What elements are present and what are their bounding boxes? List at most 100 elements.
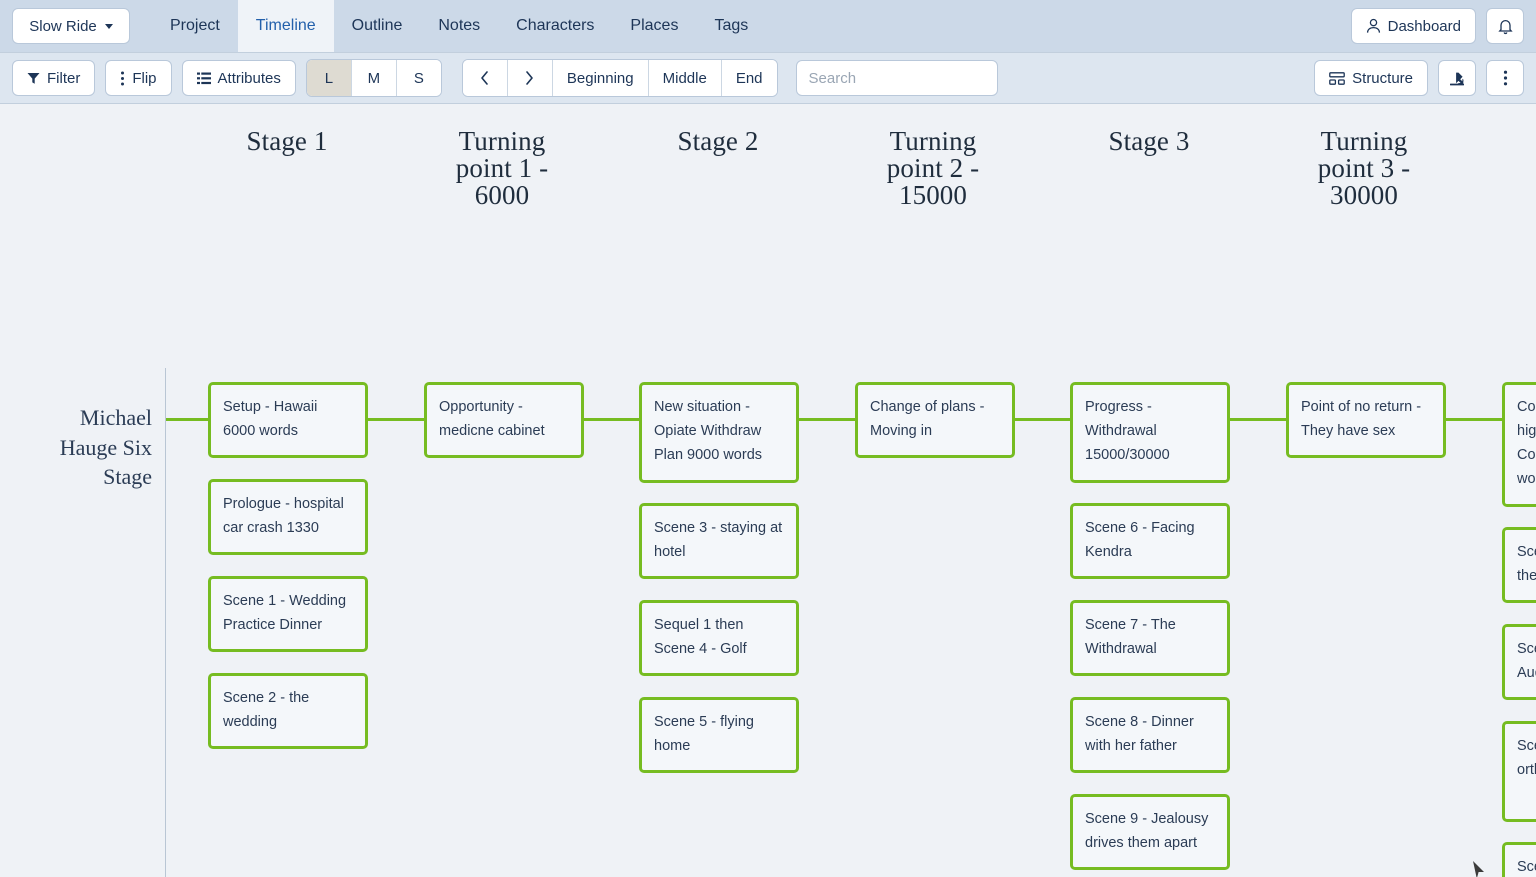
bell-icon: [1498, 18, 1513, 35]
column-header-line: Turning: [400, 128, 604, 155]
structure-button[interactable]: Structure: [1314, 60, 1428, 96]
tab-notes[interactable]: Notes: [420, 0, 498, 52]
timeline-card[interactable]: Scene 3 - staying at hotel: [639, 503, 799, 579]
chevron-left-icon: [480, 71, 489, 85]
tab-tags[interactable]: Tags: [696, 0, 766, 52]
tab-places[interactable]: Places: [612, 0, 696, 52]
timeline-card[interactable]: Scene 9 - Jealousy drives them apart: [1070, 794, 1230, 870]
timeline-card[interactable]: Change of plans - Moving in: [855, 382, 1015, 458]
flip-button[interactable]: Flip: [105, 60, 171, 96]
card-size-l[interactable]: L: [307, 60, 352, 96]
row-label-line: Michael: [0, 403, 152, 433]
main-nav-tabs: Project Timeline Outline Notes Character…: [152, 0, 766, 52]
chevron-right-icon: [525, 71, 534, 85]
tab-label: Outline: [352, 17, 403, 35]
column-header-turning-point-3: Turning point 3 - 30000: [1262, 128, 1466, 209]
list-icon: [197, 72, 211, 85]
column-header-line: point 3 -: [1262, 155, 1466, 182]
mouse-cursor: [1472, 860, 1486, 877]
tab-label: Tags: [714, 17, 748, 35]
export-icon: [1449, 70, 1466, 86]
timeline-card[interactable]: Point of no return - They have sex: [1286, 382, 1446, 458]
connector-line: [1015, 418, 1070, 421]
timeline-card[interactable]: Scene 14: [1502, 842, 1536, 877]
tab-project[interactable]: Project: [152, 0, 238, 52]
project-selector-button[interactable]: Slow Ride: [12, 8, 130, 44]
column-header-line: Turning: [1262, 128, 1466, 155]
timeline-card[interactable]: Scene 13 - Scene ortho surgery: [1502, 721, 1536, 822]
jump-beginning-button[interactable]: Beginning: [553, 60, 649, 96]
column-header-line: 15000: [831, 182, 1035, 209]
dashboard-button[interactable]: Dashboard: [1351, 8, 1476, 44]
filter-button[interactable]: Filter: [12, 60, 95, 96]
scroll-right-button[interactable]: [508, 60, 553, 96]
timeline-card[interactable]: Setup - Hawaii 6000 words: [208, 382, 368, 458]
column-headers: Stage 1 Turning point 1 - 6000 Stage 2 T…: [0, 104, 1536, 220]
card-size-m[interactable]: M: [352, 60, 397, 96]
notifications-button[interactable]: [1486, 8, 1524, 44]
timeline-card[interactable]: Scene 8 - Dinner with her father: [1070, 697, 1230, 773]
more-options-button[interactable]: [1486, 60, 1524, 96]
filter-label: Filter: [47, 70, 80, 87]
timeline-canvas[interactable]: Stage 1 Turning point 1 - 6000 Stage 2 T…: [0, 104, 1536, 877]
column-header-turning-point-2: Turning point 2 - 15000: [831, 128, 1035, 209]
card-size-group: L M S: [306, 59, 442, 97]
tab-label: Places: [630, 17, 678, 35]
flip-label: Flip: [132, 70, 156, 87]
connector-line: [799, 418, 855, 421]
vertical-dots-icon: [1503, 70, 1508, 86]
timeline-card[interactable]: Sequel 1 then Scene 4 - Golf: [639, 600, 799, 676]
scroll-left-button[interactable]: [463, 60, 508, 96]
attributes-label: Attributes: [218, 70, 281, 87]
jump-end-button[interactable]: End: [722, 60, 777, 96]
timeline-card[interactable]: Scene 1 - Wedding Practice Dinner: [208, 576, 368, 652]
timeline-card[interactable]: Progress - Withdrawal 15000/30000: [1070, 382, 1230, 483]
tab-outline[interactable]: Outline: [334, 0, 421, 52]
timeline-card[interactable]: Scene 7 - The Withdrawal: [1070, 600, 1230, 676]
connector-line: [1230, 418, 1286, 421]
column-header-line: point 2 -: [831, 155, 1035, 182]
row-label-michael-hauge-six-stage: Michael Hauge Six Stage: [0, 403, 152, 492]
column-header-line: 30000: [1262, 182, 1466, 209]
column-header-turning-point-1: Turning point 1 - 6000: [400, 128, 604, 209]
card-size-label: M: [368, 70, 381, 87]
column-header-line: Stage 3: [1047, 128, 1251, 155]
timeline-card[interactable]: Complications and higher stakes - Coke p…: [1502, 382, 1536, 507]
timeline-card[interactable]: Scene 6 - Facing Kendra: [1070, 503, 1230, 579]
app-header: Slow Ride Project Timeline Outline Notes…: [0, 0, 1536, 52]
tab-characters[interactable]: Characters: [498, 0, 612, 52]
header-actions: Dashboard: [1351, 8, 1524, 44]
user-icon: [1366, 18, 1381, 34]
connector-line: [584, 418, 639, 421]
timeline-toolbar: Filter Flip Attributes L M S: [0, 52, 1536, 104]
search-input[interactable]: [796, 60, 998, 96]
column-header-line: Stage 1: [185, 128, 389, 155]
row-divider: [165, 368, 166, 877]
tab-timeline[interactable]: Timeline: [238, 0, 334, 52]
card-size-s[interactable]: S: [397, 60, 441, 96]
timeline-card[interactable]: Opportunity - medicne cabinet: [424, 382, 584, 458]
structure-label: Structure: [1352, 70, 1413, 87]
attributes-button[interactable]: Attributes: [182, 60, 296, 96]
card-size-label: S: [414, 70, 424, 87]
timeline-card[interactable]: Scene 5 - flying home: [639, 697, 799, 773]
timeline-card[interactable]: Scene 12 - Eric Audition: [1502, 624, 1536, 700]
timeline-card[interactable]: Prologue - hospital car crash 1330: [208, 479, 368, 555]
jump-middle-button[interactable]: Middle: [649, 60, 722, 96]
jump-label: Beginning: [567, 70, 634, 87]
timeline-card[interactable]: Scene 11 - meeting the parents: [1502, 527, 1536, 603]
navigation-group: Beginning Middle End: [462, 59, 778, 97]
dashboard-label: Dashboard: [1388, 18, 1461, 35]
export-button[interactable]: [1438, 60, 1476, 96]
column-header-stage-1: Stage 1: [185, 128, 389, 155]
funnel-icon: [27, 72, 40, 85]
column-header-line: 6000: [400, 182, 604, 209]
chevron-down-icon: [105, 24, 113, 29]
connector-line: [166, 418, 208, 421]
structure-icon: [1329, 72, 1345, 85]
jump-label: Middle: [663, 70, 707, 87]
project-selector-label: Slow Ride: [29, 18, 97, 35]
vertical-dots-icon: [120, 71, 125, 86]
timeline-card[interactable]: New situation - Opiate Withdraw Plan 900…: [639, 382, 799, 483]
timeline-card[interactable]: Scene 2 - the wedding: [208, 673, 368, 749]
